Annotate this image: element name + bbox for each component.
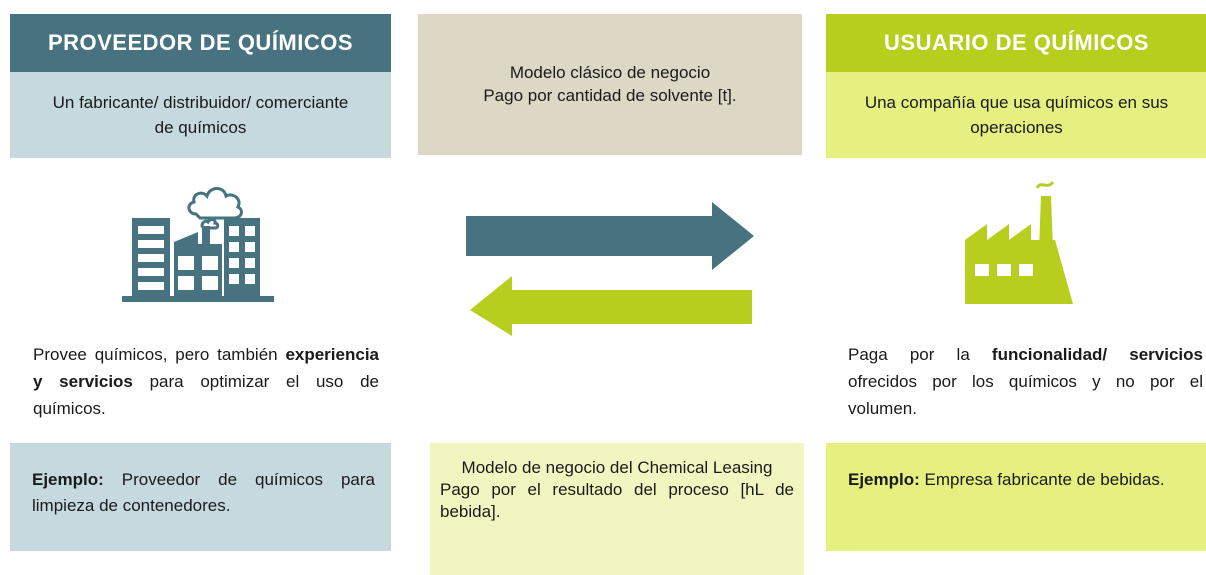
user-header: USUARIO DE QUÍMICOS [826,14,1206,72]
arrow-left [470,276,752,336]
arrow-right [466,202,754,270]
provider-example: Ejemplo: Proveedor de químicos para limp… [10,443,391,551]
classic-model-body: Pago por cantidad de solvente [t]. [483,85,737,105]
user-example-label: Ejemplo: [848,470,920,489]
leasing-model-body: Pago por el resultado del proceso [hL de… [440,480,794,522]
leasing-model-box: Modelo de negocio del Chemical Leasing P… [430,443,804,575]
classic-model-box: Modelo clásico de negocio Pago por canti… [418,14,802,155]
exchange-arrows [466,202,754,336]
user-subtitle: Una compañía que usa químicos en sus ope… [826,72,1206,158]
provider-header: PROVEEDOR DE QUÍMICOS [10,14,391,72]
user-highlight: funcionalidad/ servicios [991,345,1203,364]
leasing-model-title: Modelo de negocio del Chemical Leasing [461,458,773,477]
provider-subtitle: Un fabricante/ distribuidor/ comerciante… [10,72,391,158]
user-example: Ejemplo: Empresa fabricante de bebidas. [826,443,1206,551]
provider-example-label: Ejemplo: [32,470,104,489]
factory-icon [965,180,1073,304]
office-buildings-icon [122,187,274,302]
provider-description: Provee químicos, pero también experienci… [33,345,379,418]
user-description: Paga por la funcionalidad/ servicios ofr… [848,345,1203,418]
provider-highlight: experiencia y servicios [33,345,379,391]
classic-model-title: Modelo clásico de negocio [509,63,711,83]
